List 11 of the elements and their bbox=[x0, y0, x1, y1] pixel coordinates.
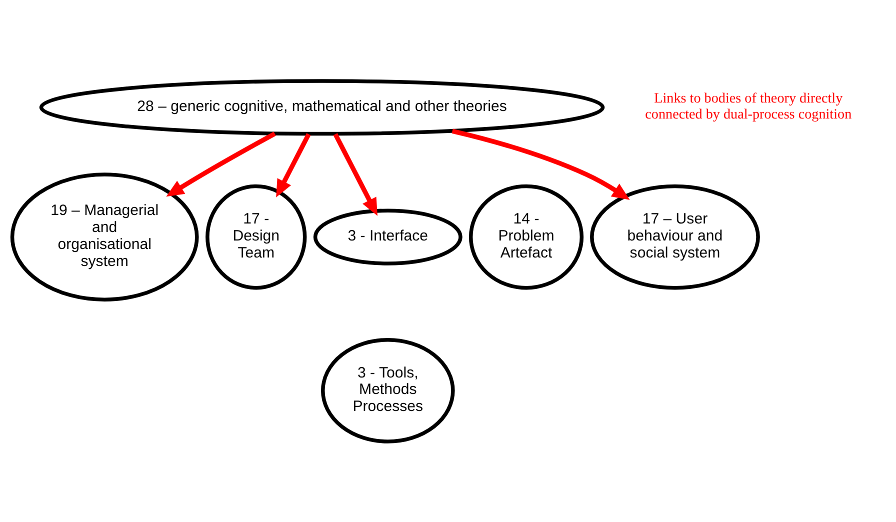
node-ellipse: 3 - Interface bbox=[313, 208, 462, 266]
label: Links to bodies of theory directly connected by dual-process cognition bbox=[645, 90, 852, 123]
arrow bbox=[452, 128, 630, 200]
node-ellipse: 28 – generic cognitive, mathematical and other theories bbox=[39, 79, 605, 136]
node-circle: 17 - Design Team bbox=[206, 184, 307, 290]
node-circle: 14 - Problem Artefact bbox=[468, 184, 584, 290]
arrow bbox=[166, 132, 276, 197]
node-ellipse: 3 - Tools, Methods Processes bbox=[320, 338, 455, 444]
arrow bbox=[333, 133, 378, 216]
node-ellipse: 19 – Managerial and organisational system bbox=[10, 172, 199, 302]
arrow bbox=[276, 133, 311, 198]
